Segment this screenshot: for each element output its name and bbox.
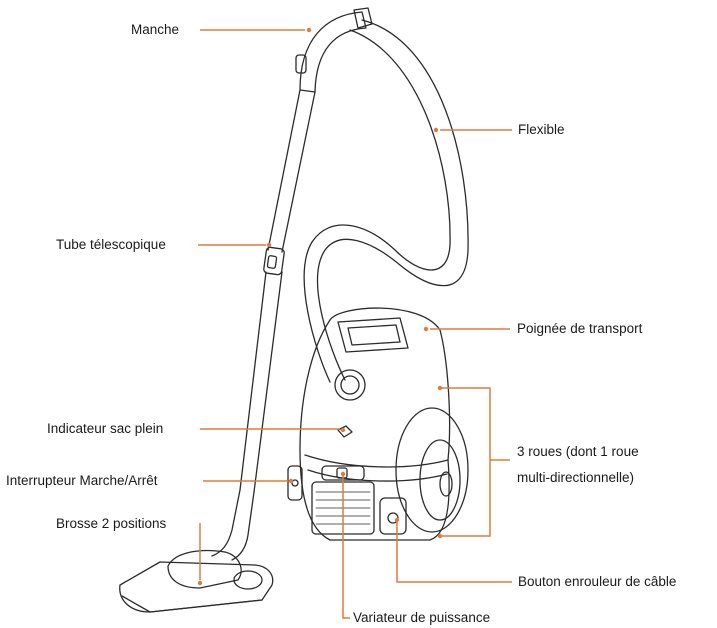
power-switch-dot xyxy=(291,479,299,487)
body-outline xyxy=(299,319,450,541)
label-indicateur: Indicateur sac plein xyxy=(47,421,164,436)
hose-connector-inner xyxy=(340,375,360,395)
power-slider-knob xyxy=(336,467,348,479)
body-seam-lower xyxy=(307,469,448,482)
label-flexible: Flexible xyxy=(518,122,565,137)
rear-wheel-hub xyxy=(439,471,453,497)
label-roues-line2: multi-directionnelle) xyxy=(517,470,635,485)
label-brosse: Brosse 2 positions xyxy=(56,516,167,531)
tube-upper xyxy=(267,89,316,253)
tube-slider xyxy=(263,246,285,276)
label-tube: Tube télescopique xyxy=(56,237,166,252)
rear-wheel xyxy=(395,407,469,533)
body-top xyxy=(329,307,451,461)
brush-wheel xyxy=(233,570,263,590)
leader-lines xyxy=(197,27,512,619)
tube-slider-button xyxy=(266,255,278,269)
label-manche: Manche xyxy=(131,22,180,37)
handle-collar xyxy=(353,7,373,29)
cord-rewind-icon xyxy=(387,512,399,524)
power-switch xyxy=(287,465,303,501)
handle-button xyxy=(295,54,307,74)
leader-variateur xyxy=(342,474,350,619)
handle-bend xyxy=(299,11,367,93)
hose-outline-inner xyxy=(303,29,451,383)
leader-roues xyxy=(440,387,491,537)
leader-bouton-enrouleur xyxy=(396,520,512,583)
hose-outline xyxy=(316,19,469,381)
body-seam xyxy=(304,454,449,468)
label-interrupteur: Interrupteur Marche/Arrêt xyxy=(6,473,158,488)
label-roues-line1: 3 roues (dont 1 roue xyxy=(517,444,639,459)
brush-front xyxy=(121,595,263,613)
tube-elbow xyxy=(211,489,255,561)
rear-wheel-rim xyxy=(419,439,461,521)
label-poignee: Poignée de transport xyxy=(517,321,643,336)
carry-handle-grip xyxy=(347,324,401,346)
brush-cover xyxy=(167,549,242,589)
tube-lower xyxy=(239,271,283,493)
cord-rewind-button xyxy=(379,497,407,535)
brush-head xyxy=(119,561,274,613)
carry-handle xyxy=(337,317,409,353)
bag-indicator-shape xyxy=(337,425,353,438)
hose-connector xyxy=(334,369,366,401)
label-bouton-enrouleur: Bouton enrouleur de câble xyxy=(518,574,677,589)
label-variateur: Variateur de puissance xyxy=(353,610,491,625)
